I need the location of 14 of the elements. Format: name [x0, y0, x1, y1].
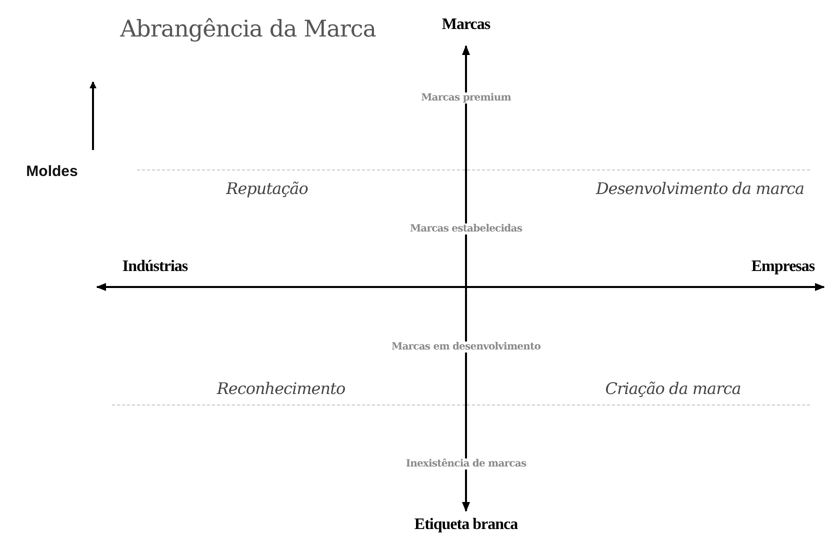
axis-label: Marcas	[442, 16, 490, 34]
title: Abrangência da Marca	[120, 17, 376, 43]
level-label: Marcas estabelecidas	[408, 224, 524, 234]
level-label: Inexistência de marcas	[404, 458, 528, 470]
level-label: Marcas em desenvolvimento	[390, 342, 542, 352]
side-label: Moldes	[26, 164, 78, 180]
quadrant-label: Criação da marca	[605, 380, 741, 398]
quadrant-label: Reputação	[226, 180, 308, 198]
axis-label: Indústrias	[122, 258, 188, 276]
quadrant-label: Desenvolvimento da marca	[596, 180, 804, 198]
axis-label: Empresas	[751, 258, 815, 276]
axis-label: Etiqueta branca	[414, 516, 518, 534]
level-label: Marcas premium	[420, 92, 512, 104]
quadrant-label: Reconhecimento	[216, 380, 346, 398]
